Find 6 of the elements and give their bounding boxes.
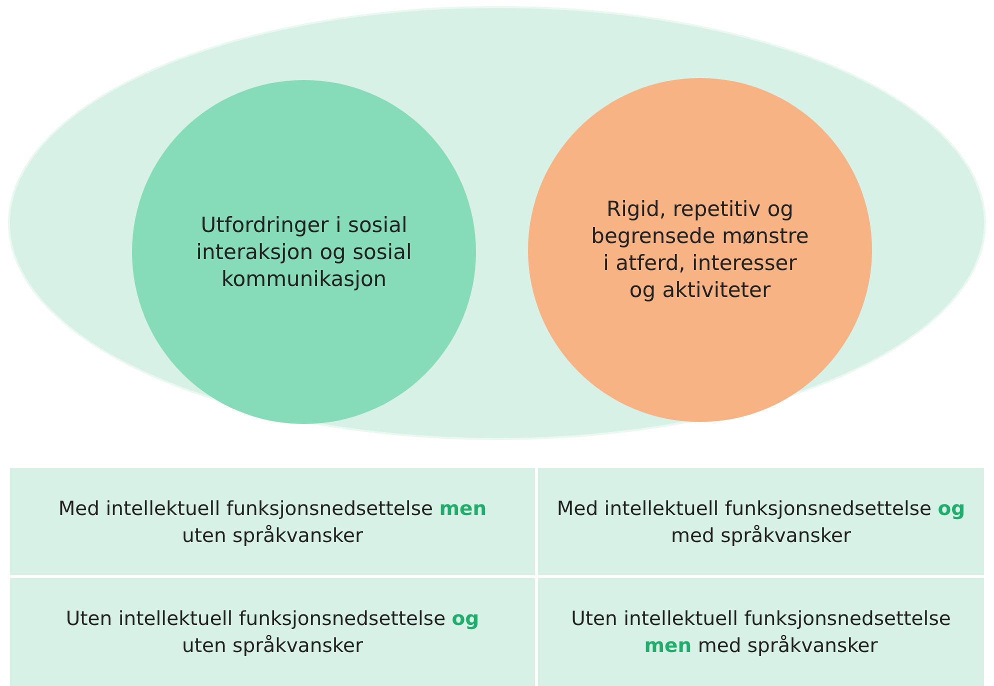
table-cell: Med intellektuell funksjonsnedsettelse men uten språkvansker: [10, 468, 535, 575]
table-cell: Uten intellektuell funksjonsnedsettelse og uten språkvansker: [10, 578, 535, 686]
circle-label: Rigid, repetitiv og begrensede mønstre i atferd, interesser og aktiviteter: [590, 196, 810, 304]
circle-label: Utfordringer i sosial interaksjon og sosial kommunikasjon: [195, 212, 413, 292]
table-cell: Uten intellektuell funksjonsnedsettelse men med språkvansker: [538, 578, 984, 686]
table-cell: Med intellektuell funksjonsnedsettelse og med språkvansker: [538, 468, 984, 575]
